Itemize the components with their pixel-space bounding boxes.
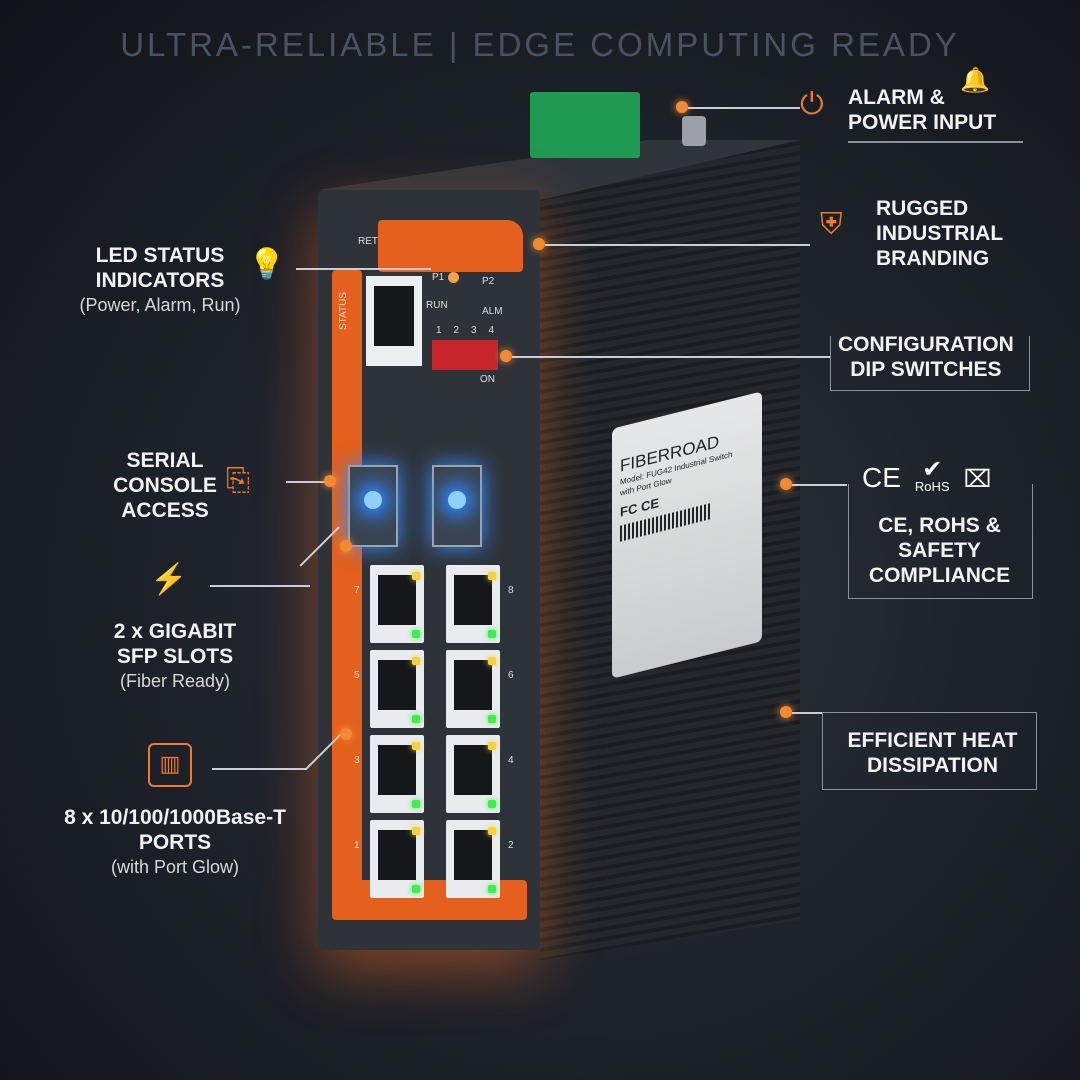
- port-number: 5: [354, 670, 360, 681]
- callout-alarm-power: ALARM &POWER INPUT: [848, 86, 997, 134]
- dip-switches[interactable]: [432, 340, 498, 370]
- dip-on-label: ON: [480, 374, 495, 385]
- product-label: FIBERROAD Model: FUG42 Industrial Switch…: [612, 391, 762, 679]
- sfp-slot-1[interactable]: [348, 465, 398, 547]
- p1-led: [448, 272, 459, 283]
- rohs-icon: ✔RoHS: [914, 456, 950, 494]
- sfp-slot-2[interactable]: [432, 465, 482, 547]
- status-label: STATUS: [338, 292, 349, 330]
- p1-label: P1: [432, 272, 445, 283]
- terminal-block: [530, 92, 640, 158]
- p2-label: P2: [482, 276, 495, 287]
- port-number: 2: [508, 840, 514, 851]
- alarm-bell-icon: 🔔: [960, 67, 990, 94]
- ethernet-port-icon: ▥: [148, 743, 192, 787]
- weee-bin-icon: ⌧: [963, 466, 992, 493]
- port-number: 6: [508, 670, 514, 681]
- lightbulb-icon: 💡: [248, 248, 286, 281]
- console-port[interactable]: [366, 276, 422, 366]
- port-number: 1: [354, 840, 360, 851]
- serial-connector-icon: ⎘: [226, 464, 250, 497]
- run-label: RUN: [426, 300, 448, 311]
- power-icon: ⏻: [800, 88, 824, 121]
- port-number: 4: [508, 755, 514, 766]
- port-number: 7: [354, 585, 360, 596]
- front-panel: RET STATUS P1 P2 RUN ALM 1 2 3 4 ON 7 5 …: [318, 190, 540, 950]
- ret-label: RET: [358, 236, 378, 247]
- ground-screw: [682, 116, 706, 146]
- compliance-icons: CE ✔RoHS ⌧: [862, 456, 1022, 494]
- shield-icon: ⛨: [820, 208, 843, 241]
- port-number: 8: [508, 585, 514, 596]
- headline: ULTRA-RELIABLE | EDGE COMPUTING READY: [120, 26, 960, 63]
- port-number: 3: [354, 755, 360, 766]
- dip-numbers: 1 2 3 4: [435, 325, 495, 336]
- alm-label: ALM: [482, 306, 503, 317]
- ce-mark-icon: CE: [862, 462, 901, 493]
- fiber-cable-icon: ⚡: [150, 563, 188, 596]
